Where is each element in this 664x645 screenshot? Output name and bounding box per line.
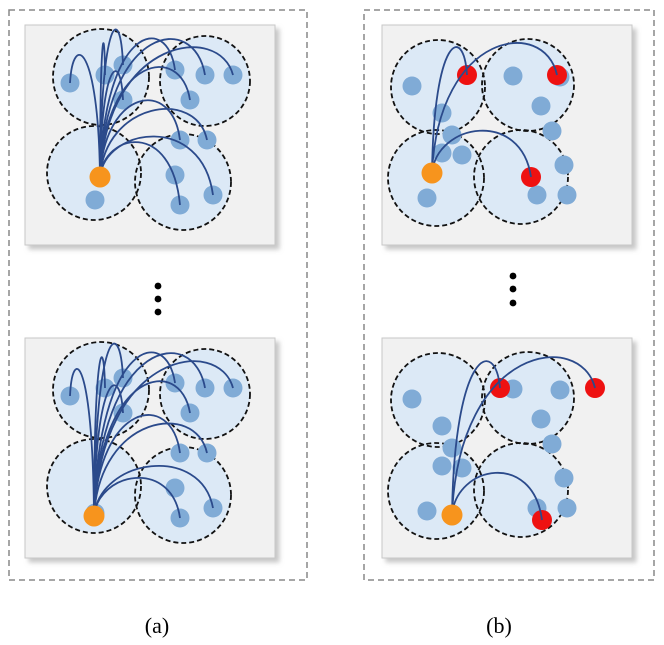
edge	[99, 108, 208, 178]
cluster-boundary	[387, 129, 485, 227]
node	[554, 468, 574, 488]
panel-a-frame	[8, 9, 308, 581]
cluster-region	[482, 39, 574, 131]
edge	[93, 351, 176, 517]
ellipsis-dot	[154, 295, 162, 303]
panel-a-scene-bottom	[24, 337, 276, 559]
edge	[93, 342, 124, 517]
caption-a: (a)	[145, 613, 169, 638]
cluster-boundary	[46, 438, 142, 534]
node	[417, 501, 437, 521]
cluster-boundary	[387, 442, 485, 540]
ellipsis-dot	[154, 282, 162, 290]
source-node	[89, 166, 111, 188]
node	[557, 185, 577, 205]
ellipsis-dot	[509, 272, 517, 280]
node	[417, 188, 437, 208]
node	[85, 190, 105, 210]
selected-node	[521, 167, 541, 187]
node	[402, 76, 422, 96]
edge	[451, 356, 596, 516]
node	[165, 165, 185, 185]
panel-a-scene-top	[24, 24, 276, 246]
panel-b-frame	[363, 9, 655, 581]
edge	[93, 384, 124, 517]
node	[432, 456, 452, 476]
edge	[93, 465, 214, 517]
edge	[431, 42, 558, 174]
edge	[99, 135, 214, 196]
cluster-region	[391, 353, 485, 447]
edge	[69, 54, 101, 178]
edge	[431, 129, 532, 178]
node	[531, 96, 551, 116]
edge	[93, 360, 234, 517]
edge	[451, 471, 543, 521]
node	[402, 389, 422, 409]
caption-b: (b)	[486, 613, 512, 638]
node	[542, 121, 562, 141]
edge	[93, 414, 181, 517]
node	[503, 66, 523, 86]
cluster-region	[135, 447, 231, 543]
node	[442, 125, 462, 145]
ellipsis-dot	[509, 299, 517, 307]
cluster-boundary	[390, 39, 486, 135]
edge	[99, 66, 191, 178]
ellipsis-dot	[154, 308, 162, 316]
source-node	[441, 504, 463, 526]
node	[542, 434, 562, 454]
node	[554, 155, 574, 175]
node	[442, 438, 462, 458]
source-node	[421, 162, 443, 184]
panel-b-scene-bottom	[381, 337, 633, 559]
cluster-boundary	[159, 35, 251, 127]
node	[452, 145, 472, 165]
cluster-boundary	[46, 125, 142, 221]
cluster-region	[135, 134, 231, 230]
edge	[99, 70, 124, 178]
node	[165, 478, 185, 498]
node	[550, 380, 570, 400]
panel-b-scene-top	[381, 24, 633, 246]
edge	[93, 352, 206, 517]
edge	[93, 380, 191, 517]
edge	[93, 422, 208, 517]
edge	[99, 38, 206, 178]
cluster-boundary	[473, 129, 569, 225]
ellipsis-dot	[509, 285, 517, 293]
edge	[69, 368, 95, 517]
node	[557, 498, 577, 518]
edge	[431, 46, 468, 174]
node	[531, 409, 551, 429]
source-node	[83, 505, 105, 527]
node	[432, 416, 452, 436]
edge	[99, 28, 124, 178]
cluster-region	[482, 352, 574, 444]
cluster-boundary	[473, 442, 569, 538]
cluster-boundary	[159, 348, 251, 440]
node	[195, 378, 215, 398]
edge	[99, 99, 181, 178]
edge	[451, 360, 501, 516]
edge	[99, 46, 234, 178]
node	[527, 185, 547, 205]
